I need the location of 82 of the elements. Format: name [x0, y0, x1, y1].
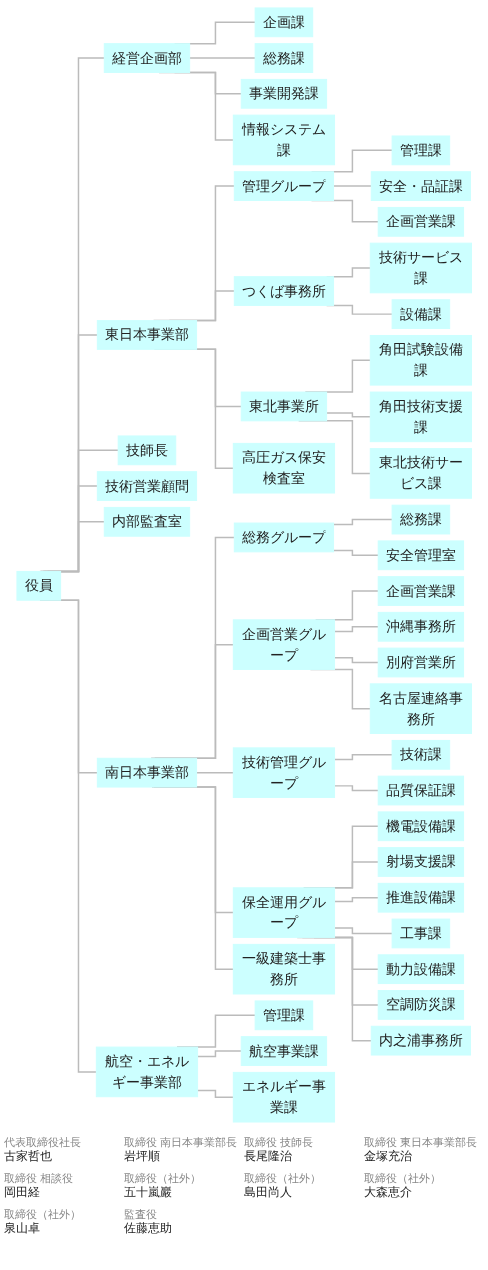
node-box — [377, 647, 464, 678]
officer-name: 泉山卓 — [4, 1220, 41, 1236]
node-box — [377, 954, 464, 985]
connector — [333, 896, 379, 903]
node-box — [377, 847, 464, 877]
node-box — [117, 435, 176, 466]
node-box — [103, 43, 190, 73]
connector — [333, 785, 379, 792]
officer-name: 佐藤恵助 — [124, 1220, 173, 1236]
node-box — [369, 334, 472, 386]
connector — [333, 657, 379, 664]
node-box — [233, 276, 334, 306]
node-box — [377, 811, 464, 842]
officer-title: 取締役（社外） — [364, 1171, 442, 1185]
node-box — [369, 448, 472, 499]
officer-title: 取締役 技師長 — [244, 1135, 315, 1149]
node-box — [377, 540, 464, 571]
node-box — [232, 114, 335, 166]
node-box — [369, 683, 472, 734]
node-box — [233, 522, 334, 553]
officer-name: 岩坪順 — [124, 1148, 161, 1164]
node-box — [377, 882, 464, 913]
node-box — [391, 504, 450, 535]
node-box — [377, 990, 464, 1020]
node-box — [254, 43, 313, 73]
node-box — [391, 918, 450, 949]
connector — [188, 57, 256, 59]
node-box — [240, 391, 327, 422]
officer-name: 大森恵介 — [364, 1184, 413, 1200]
node-box — [377, 576, 464, 606]
connector — [195, 771, 234, 774]
node-box — [240, 78, 327, 109]
node-box — [95, 1046, 198, 1098]
officer-title: 取締役 相談役 — [4, 1171, 75, 1185]
node-box — [254, 7, 313, 38]
node-box — [232, 887, 335, 938]
node-box — [369, 242, 472, 294]
connector — [332, 518, 393, 526]
connector — [196, 1089, 234, 1098]
officer-name: 長尾隆治 — [244, 1148, 293, 1164]
officer-name: 島田尚人 — [244, 1184, 293, 1200]
node-box — [391, 739, 450, 770]
org-chart: 役員 経営企画部 企画課 総務課 事業開発課 情報システム課 東日本事業部 管理グループ 管理課 安全・品証課 企画営業課 つくば事務所 技術サービス課 設備課 東北事業所 角田試験設備課 角田技術支援課 東北技術サービス課 高圧ガス保安検査室 技師長 技術営業顧問 内部監査室 南日本事業部 総務グループ 総務課 安全管理室 企画営業グループ 企画営業課 沖縄事務所 別府営業所 名古屋連絡事務所 技術管理グループ 技術課 品質保証課 保全運用グループ 機電設備課 射場支援課 推進設備課 工事課 動力設備課 空調防災課 内之浦事務所 一級建築士事務所 航空・エネルギー事業部 管理課 航空事業課 エネルギー事業課 — [8, 0, 480, 1130]
officer-title: 代表取締役社長 — [4, 1135, 82, 1149]
connector — [325, 412, 371, 418]
node-box — [96, 757, 197, 788]
officer-title: 取締役（社外） — [4, 1207, 82, 1221]
node-box — [377, 206, 464, 237]
officer-name: 金塚充治 — [364, 1148, 413, 1164]
officer-name: 五十嵐巖 — [124, 1184, 173, 1200]
node-box — [232, 1071, 335, 1123]
node-box — [103, 506, 190, 537]
officer-title: 取締役（社外） — [124, 1171, 202, 1185]
officer-title: 取締役 南日本事業部長 — [124, 1135, 239, 1149]
node-box — [232, 943, 335, 995]
officer-name: 岡田経 — [4, 1184, 41, 1200]
officer-title: 取締役 東日本事業部長 — [364, 1135, 479, 1149]
node-box — [233, 171, 334, 201]
node-box — [232, 619, 335, 670]
node-box — [391, 135, 450, 166]
connector — [196, 1050, 242, 1058]
officer-title: 取締役（社外） — [244, 1171, 322, 1185]
officer-title: 監査役 — [124, 1207, 158, 1221]
connector — [333, 754, 393, 761]
node-box — [391, 299, 450, 329]
connector — [333, 626, 379, 633]
officer-name: 古家哲也 — [4, 1148, 53, 1164]
node-box — [232, 442, 335, 494]
node-box — [370, 1025, 471, 1056]
connector — [332, 185, 372, 187]
node-box — [232, 747, 335, 798]
node-box — [254, 1000, 313, 1031]
node-box — [377, 611, 464, 642]
node-box — [370, 171, 471, 201]
node-box — [369, 391, 472, 443]
connector — [333, 927, 393, 935]
connector — [332, 549, 379, 557]
node-box — [16, 570, 61, 601]
node-box — [96, 471, 197, 501]
node-box — [240, 1036, 327, 1066]
node-box — [377, 775, 464, 806]
node-box — [96, 320, 197, 350]
